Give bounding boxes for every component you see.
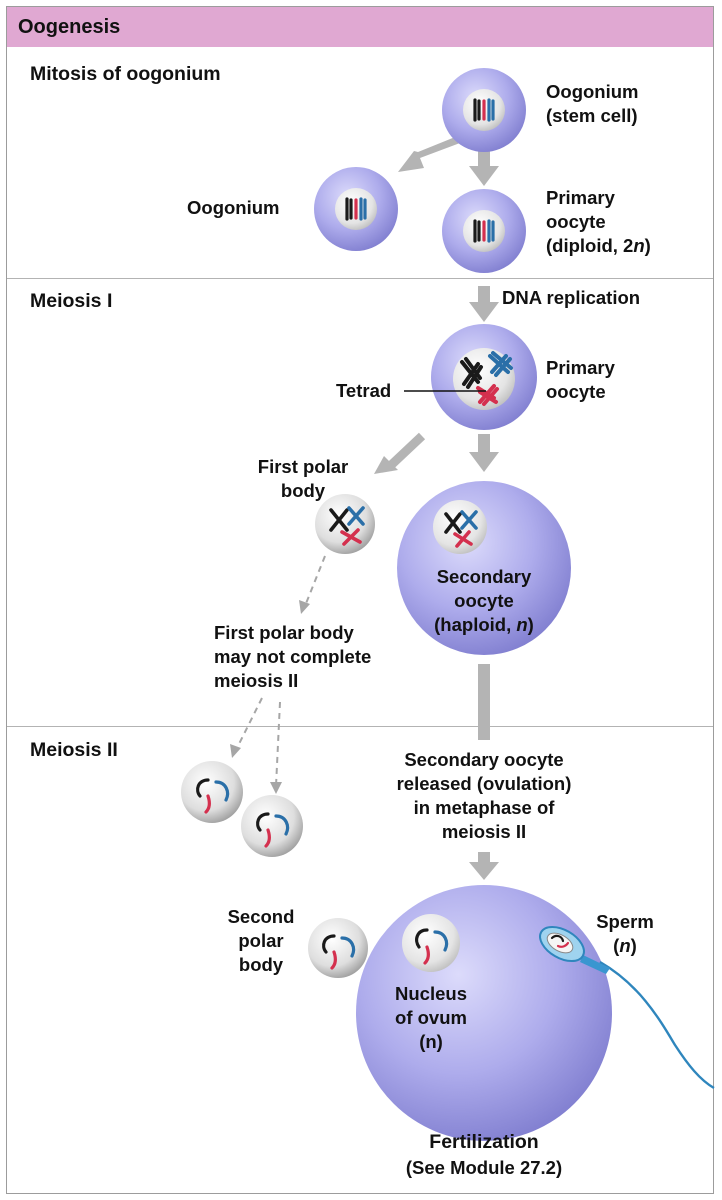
label-dna-replication: DNA replication xyxy=(502,287,641,308)
title-bar xyxy=(7,7,713,47)
secondary-oocyte-cell xyxy=(397,481,571,655)
label-line: First polar body xyxy=(214,622,354,643)
primary-oocyte-tetrad-cell xyxy=(431,324,537,430)
label-fertilization: Fertilization xyxy=(429,1131,539,1153)
divider-meiosis-2 xyxy=(7,726,713,727)
label-secondary-oocyte: Secondary oocyte (haploid, n) xyxy=(404,565,564,637)
label-part: (haploid, xyxy=(434,614,517,635)
label-part: ) xyxy=(644,235,651,256)
label-tetrad: Tetrad xyxy=(336,380,392,401)
arrow-ovulation-stem xyxy=(478,664,490,740)
section-meiosis-1: Meiosis I xyxy=(30,290,113,312)
label-first-polar-body-note: First polar body may not complete meiosi… xyxy=(214,621,371,693)
label-line: released (ovulation) xyxy=(396,773,572,794)
arrow-to-oogonium xyxy=(398,133,468,172)
arrows xyxy=(398,133,499,880)
dashed-arrows xyxy=(235,555,326,787)
label-first-polar-body: First polar body xyxy=(238,455,368,503)
first-polar-body xyxy=(315,494,375,554)
label-line: Second xyxy=(227,906,295,927)
label-line: meiosis II xyxy=(214,670,299,691)
label-see-module: (See Module 27.2) xyxy=(405,1157,563,1178)
arrow-first-polar-body-head xyxy=(374,456,398,474)
label-oogonium-stem-cell: Oogonium (stem cell) xyxy=(546,80,638,128)
label-line: meiosis II xyxy=(441,821,527,842)
label-line: Sperm xyxy=(596,911,654,932)
label-italic: n xyxy=(633,235,645,256)
meiosis2-polar-body-1 xyxy=(181,761,243,823)
label-part: ) xyxy=(630,935,637,956)
arrow-to-primary-oocyte xyxy=(469,140,499,186)
label-line: (stem cell) xyxy=(546,105,638,126)
diagram-frame xyxy=(6,6,714,1194)
label-line: Primary xyxy=(546,357,615,378)
divider-meiosis-1 xyxy=(7,278,713,279)
label-part: (diploid, 2 xyxy=(546,235,634,256)
label-nucleus-of-ovum: Nucleus of ovum (n) xyxy=(378,982,484,1054)
label-line: (n) xyxy=(590,934,660,958)
dashed-arrow-heads xyxy=(230,600,310,794)
page-title: Oogenesis xyxy=(18,16,121,38)
label-primary-oocyte: Primary oocyte xyxy=(546,356,615,404)
second-polar-body xyxy=(308,918,368,978)
label-line: polar xyxy=(238,930,284,951)
meiosis2-polar-body-2 xyxy=(241,795,303,857)
label-part: ) xyxy=(527,614,534,635)
label-second-polar-body: Second polar body xyxy=(206,905,316,977)
label-oogonium: Oogonium xyxy=(187,197,280,218)
label-line: (haploid, n) xyxy=(404,613,564,637)
label-italic: n xyxy=(516,614,528,635)
section-meiosis-2: Meiosis II xyxy=(30,739,118,761)
sperm xyxy=(539,925,715,1090)
oogonium-cell xyxy=(314,167,398,251)
label-line: oocyte xyxy=(546,211,606,232)
label-line: (diploid, 2n) xyxy=(546,234,651,258)
section-mitosis-of-oogonium: Mitosis of oogonium xyxy=(30,63,221,85)
label-line: body xyxy=(280,480,326,501)
label-line: First polar xyxy=(257,456,349,477)
label-line: oocyte xyxy=(546,381,606,402)
label-line: Secondary xyxy=(436,566,532,587)
label-line: may not complete xyxy=(214,646,372,667)
label-line: in metaphase of xyxy=(413,797,555,818)
label-line: Primary xyxy=(546,187,615,208)
label-secondary-oocyte-released: Secondary oocyte released (ovulation) in… xyxy=(360,748,608,844)
label-line: body xyxy=(238,954,284,975)
label-line: Secondary oocyte xyxy=(404,749,564,770)
arrow-to-ovum xyxy=(469,852,499,880)
label-line: Oogonium xyxy=(546,81,639,102)
label-italic: n xyxy=(619,935,631,956)
arrow-first-polar-body xyxy=(384,432,426,472)
arrow-dna-replication xyxy=(469,286,499,322)
label-part: ( xyxy=(613,935,620,956)
primary-oocyte-diploid-cell xyxy=(442,189,526,273)
label-line: Nucleus xyxy=(395,983,467,1004)
label-line: of ovum xyxy=(395,1007,467,1028)
label-primary-oocyte-diploid: Primary oocyte (diploid, 2n) xyxy=(546,186,651,258)
label-sperm: Sperm (n) xyxy=(590,910,660,958)
label-line: oocyte xyxy=(454,590,514,611)
arrow-to-secondary-oocyte xyxy=(469,434,499,472)
oogonium-stem-cell xyxy=(442,68,526,152)
label-line: (n) xyxy=(419,1031,443,1052)
